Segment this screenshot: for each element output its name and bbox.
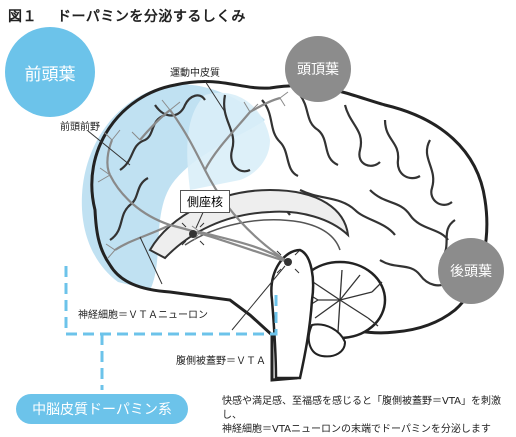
figure-number: 図１ — [8, 9, 37, 25]
prefrontal-label: 前頭前野 — [60, 122, 100, 133]
system-brackets — [64, 266, 278, 390]
brainstem — [270, 248, 315, 380]
neuron-label: 神経細胞＝ＶＴＡニューロン — [78, 310, 208, 321]
occipital-lobe-badge: 後頭葉 — [438, 238, 504, 304]
motor-cortex-label: 運動中皮質 — [170, 68, 220, 79]
frontal-lobe-badge: 前頭葉 — [5, 27, 95, 117]
ventricle-line — [184, 219, 341, 251]
accumbens-label: 側座核 — [180, 190, 231, 213]
caption-line-2: 神経細胞＝VTAニューロンの末端でドーパミンを分泌します — [222, 424, 491, 435]
parietal-lobe-badge: 頭頂葉 — [285, 36, 351, 102]
vta-label: 腹側被蓋野＝ＶＴＡ — [176, 356, 266, 367]
figure-title-text: ドーパミンを分泌するしくみ — [57, 9, 246, 25]
dopamine-pathway — [106, 96, 289, 264]
dendrite-branches — [97, 91, 289, 259]
accumbens-marker — [181, 222, 205, 246]
dopamine-system-label: 中脳皮質ドーパミン系 — [16, 394, 188, 424]
vta-marker — [276, 250, 300, 274]
pons — [307, 323, 347, 358]
caption-line-1: 快感や満足感、至福感を感じると「腹側被蓋野＝VTA」を刺激し、 — [222, 396, 502, 421]
caption: 快感や満足感、至福感を感じると「腹側被蓋野＝VTA」を刺激し、 神経細胞＝VTA… — [222, 395, 516, 437]
figure-title: 図１ ドーパミンを分泌するしくみ — [8, 6, 246, 26]
